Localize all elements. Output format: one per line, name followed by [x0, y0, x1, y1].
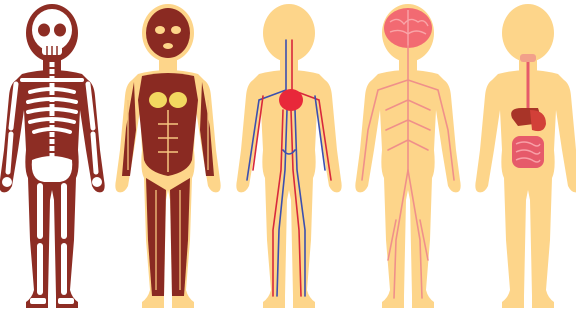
circulatory-figure-icon — [236, 4, 341, 308]
heart-icon — [279, 89, 303, 111]
muscle-figure-icon — [115, 4, 220, 308]
skeleton-figure-icon — [0, 4, 105, 308]
nervous-figure-icon — [355, 4, 460, 308]
digestive-figure-icon — [475, 4, 576, 308]
